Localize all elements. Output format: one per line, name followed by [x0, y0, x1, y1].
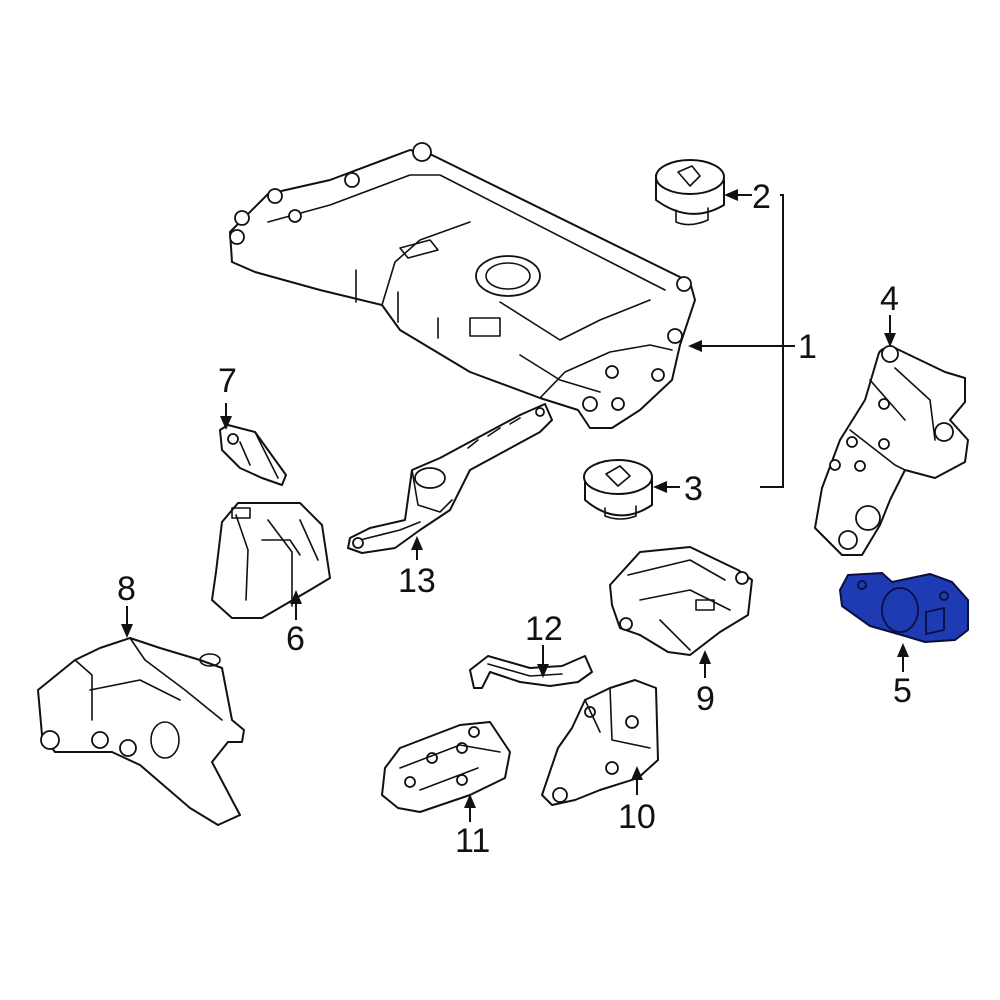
subframe-part[interactable]	[229, 142, 696, 429]
callout-3: 3	[684, 470, 703, 508]
callout-13: 13	[398, 562, 436, 600]
callout-10: 10	[618, 798, 656, 836]
callout-6: 6	[286, 620, 305, 658]
engine-mount-large-part[interactable]	[37, 637, 245, 826]
callout-9: 9	[696, 680, 715, 718]
bushing-upper-part[interactable]	[655, 159, 725, 226]
callout-4: 4	[880, 280, 899, 318]
strap-bracket-part[interactable]	[469, 655, 593, 689]
bushing-lower-part[interactable]	[583, 459, 653, 520]
callout-5: 5	[893, 672, 912, 710]
highlighted-mount-part[interactable]	[839, 572, 969, 643]
leader-lines	[121, 189, 909, 822]
callout-7: 7	[218, 362, 237, 400]
highlighted-mount-shape	[839, 572, 969, 643]
callout-12: 12	[525, 610, 563, 648]
engine-mount-bracket-part[interactable]	[814, 345, 969, 556]
small-bracket-part[interactable]	[219, 424, 287, 486]
torque-rod-part[interactable]	[347, 403, 553, 554]
transmission-mount-part[interactable]	[211, 502, 331, 619]
callout-8: 8	[117, 570, 136, 608]
callout-2: 2	[752, 178, 771, 216]
mount-lower-center-part[interactable]	[381, 721, 511, 813]
bracket-lower-right-part[interactable]	[541, 679, 659, 806]
callout-1: 1	[798, 328, 817, 366]
callout-11: 11	[455, 822, 490, 860]
callout-labels: 1 2 3 4 5 6 7 8 9 10 11 12 13	[117, 178, 912, 860]
mount-upper-right-part[interactable]	[609, 546, 753, 656]
